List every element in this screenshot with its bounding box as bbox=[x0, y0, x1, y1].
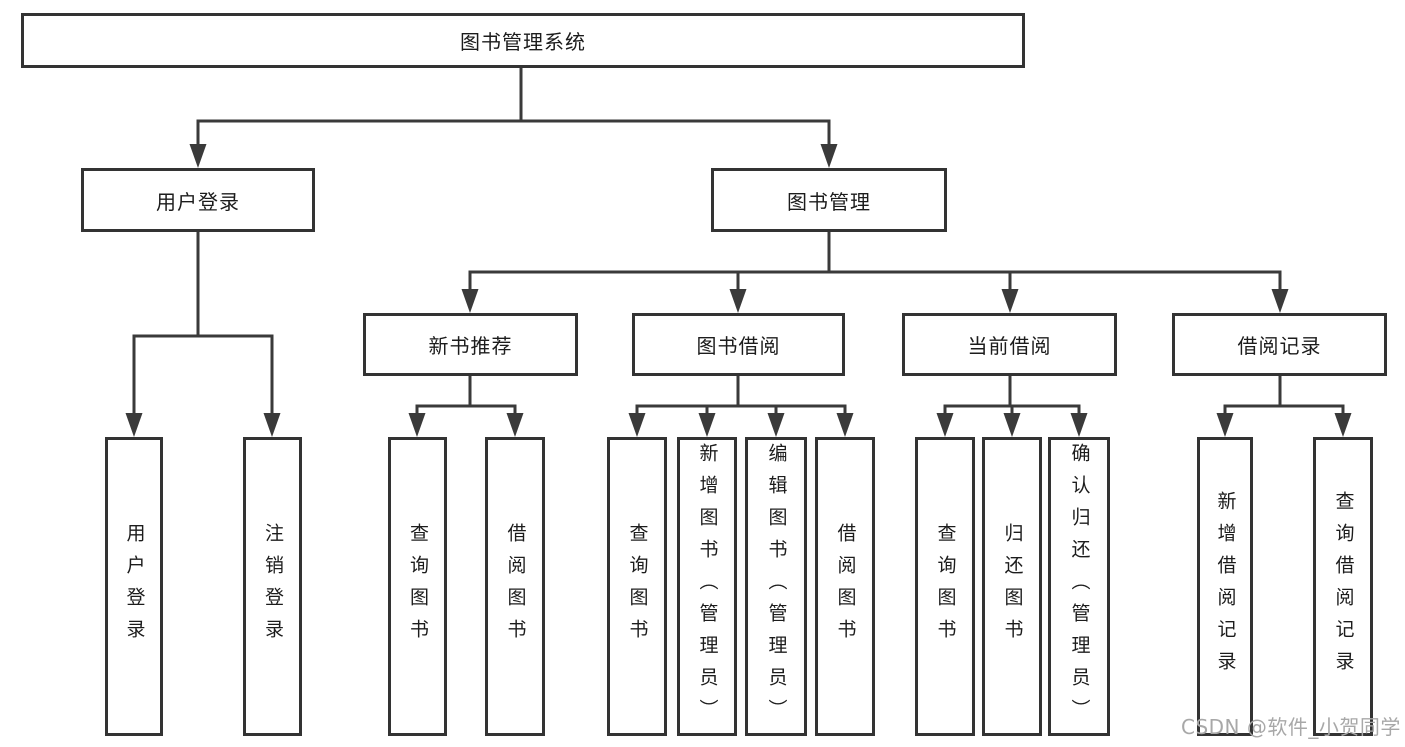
node-borrow-records: 借阅记录 bbox=[1172, 313, 1387, 376]
node-new-book-recommend: 新书推荐 bbox=[363, 313, 578, 376]
leaf-label: 查询图书 bbox=[626, 522, 649, 651]
leaf-cb-query-books: 查询图书 bbox=[915, 437, 975, 736]
leaf-user-login: 用户登录 bbox=[105, 437, 163, 736]
leaf-label: 查询图书 bbox=[934, 522, 957, 651]
leaf-br-add-record: 新增借阅记录 bbox=[1197, 437, 1253, 736]
leaf-cb-return-books: 归还图书 bbox=[982, 437, 1042, 736]
leaf-bb-borrow-books: 借阅图书 bbox=[815, 437, 875, 736]
leaf-label: 新增借阅记录 bbox=[1214, 490, 1237, 683]
leaf-label: 用户登录 bbox=[123, 522, 146, 651]
leaf-label: 查询借阅记录 bbox=[1332, 490, 1355, 683]
leaf-br-query-record: 查询借阅记录 bbox=[1313, 437, 1373, 736]
leaf-nbr-query-books: 查询图书 bbox=[388, 437, 447, 736]
leaf-label: 借阅图书 bbox=[504, 522, 527, 651]
leaf-nbr-borrow-books: 借阅图书 bbox=[485, 437, 545, 736]
leaf-logout: 注销登录 bbox=[243, 437, 302, 736]
watermark: CSDN @软件_小贺同学 bbox=[1181, 715, 1401, 739]
leaf-bb-edit-books-admin: 编辑图书（管理员） bbox=[745, 437, 807, 736]
leaf-label: 确认归还（管理员） bbox=[1068, 442, 1091, 731]
leaf-label: 注销登录 bbox=[262, 522, 284, 651]
leaf-label: 归还图书 bbox=[1001, 522, 1024, 651]
leaf-cb-confirm-return-admin: 确认归还（管理员） bbox=[1048, 437, 1110, 736]
leaf-label: 查询图书 bbox=[407, 522, 429, 651]
node-current-borrow: 当前借阅 bbox=[902, 313, 1117, 376]
node-user-login: 用户登录 bbox=[81, 168, 315, 232]
leaf-bb-query-books: 查询图书 bbox=[607, 437, 667, 736]
node-book-borrow: 图书借阅 bbox=[632, 313, 845, 376]
leaf-label: 编辑图书（管理员） bbox=[765, 442, 788, 731]
leaf-label: 新增图书（管理员） bbox=[696, 442, 719, 731]
leaf-bb-add-books-admin: 新增图书（管理员） bbox=[677, 437, 737, 736]
leaf-label: 借阅图书 bbox=[834, 522, 857, 651]
node-book-management: 图书管理 bbox=[711, 168, 947, 232]
node-library-system: 图书管理系统 bbox=[21, 13, 1025, 68]
